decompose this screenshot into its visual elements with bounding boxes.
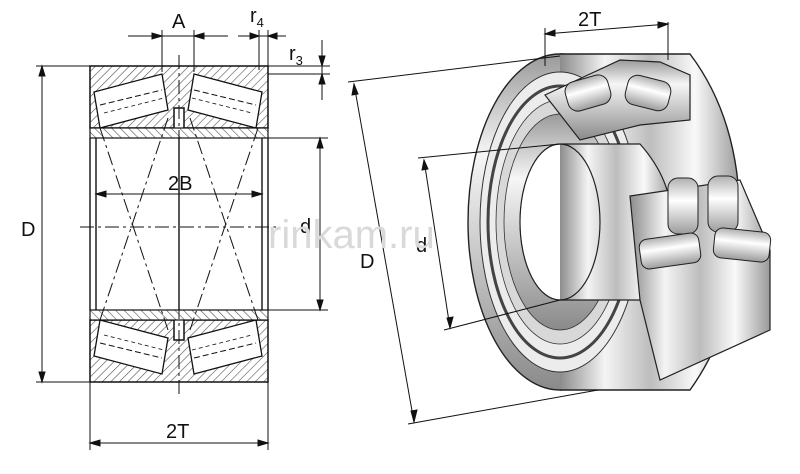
label-r3: r3	[289, 43, 303, 68]
dimension-D-perspective	[347, 55, 599, 425]
label-d: d	[300, 216, 311, 238]
dimension-d	[268, 136, 328, 312]
label-D-perspective: D	[360, 251, 374, 273]
label-2B: 2B	[168, 173, 192, 195]
cutaway-bottom	[629, 175, 772, 381]
label-2T-perspective: 2T	[578, 9, 601, 31]
bottom-section	[89, 309, 269, 383]
dimension-2B	[94, 190, 264, 198]
label-A: A	[172, 11, 186, 33]
dimension-A	[128, 30, 228, 72]
dimension-r4	[238, 30, 286, 70]
perspective-view: 2T D d	[347, 9, 772, 425]
dimension-r3	[268, 40, 330, 100]
label-2T-section: 2T	[166, 421, 189, 443]
watermark: rinkam.ru	[268, 213, 435, 257]
dimension-d-perspective	[417, 143, 561, 331]
center-lines	[80, 55, 280, 395]
dimension-2T-section	[88, 382, 270, 450]
dimension-2T-perspective	[543, 21, 670, 66]
label-r4: r4	[250, 5, 264, 30]
label-d-perspective: d	[416, 235, 427, 257]
cutaway-top	[544, 59, 691, 141]
dimension-D	[36, 64, 90, 384]
section-view: A r4 r3 D	[21, 5, 330, 450]
label-D: D	[21, 219, 35, 241]
top-section	[89, 65, 269, 139]
